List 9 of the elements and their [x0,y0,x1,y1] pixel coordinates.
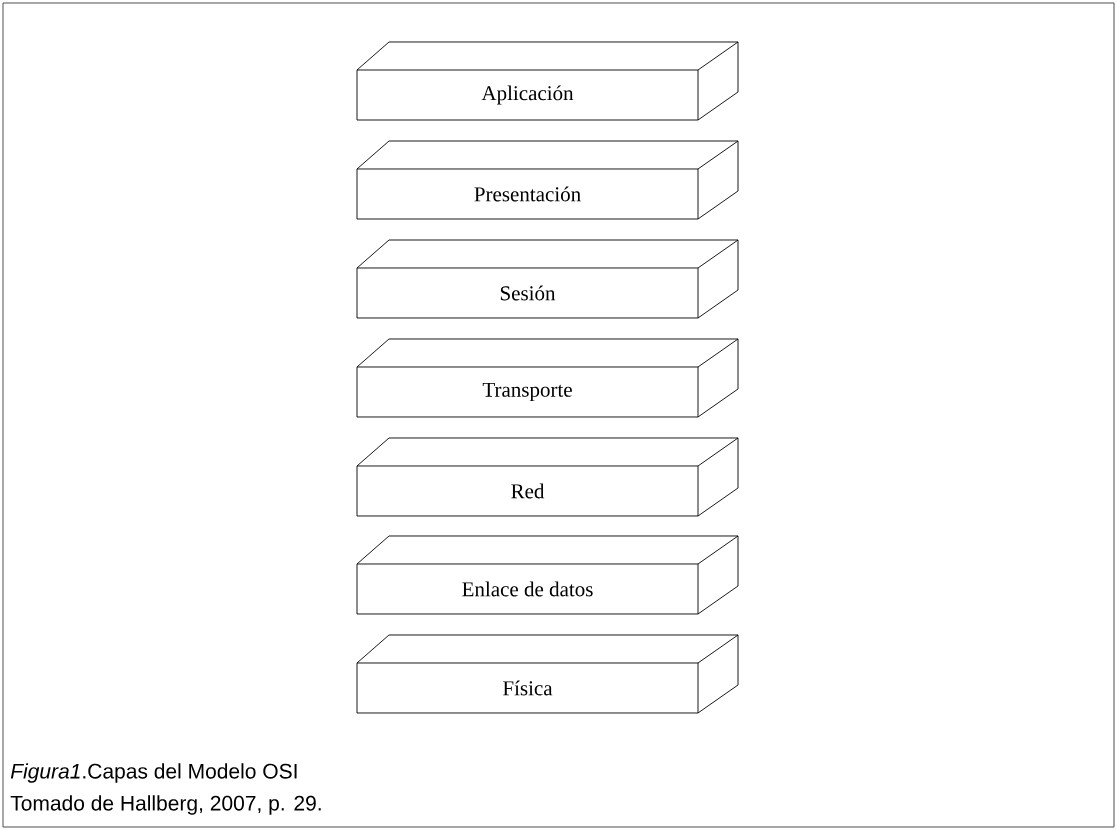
caption: Figura1.Capas del Modelo OSI [10,763,297,783]
layer-block: Física [356,634,739,714]
layer-block: Aplicación [356,41,739,121]
layer-block: Transporte [356,338,739,418]
layer-block: Sesión [356,239,739,319]
layer-block: Presentación [356,140,739,220]
source-note: Tomado de Hallberg, 2007, p. 29. [10,795,321,815]
layer-block: Red [356,437,739,517]
layer-block: Enlace de datos [356,535,739,615]
